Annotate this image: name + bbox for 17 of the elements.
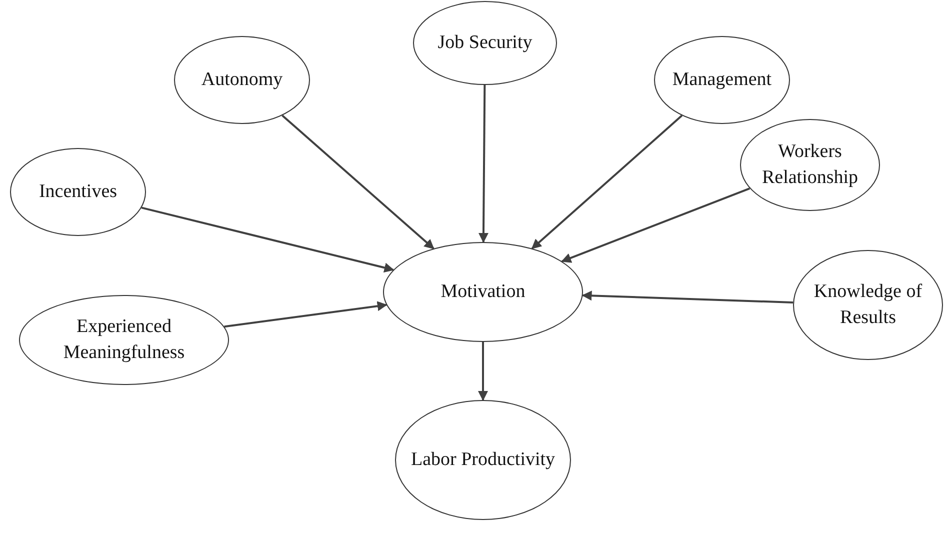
arrow <box>282 114 434 250</box>
node-label: Labor Productivity <box>410 448 556 472</box>
arrow <box>478 342 488 401</box>
node-label: Incentives <box>38 180 118 204</box>
node-label: Knowledge of Results <box>812 280 924 330</box>
node-label: Workers Relationship <box>760 140 860 190</box>
arrow <box>561 187 750 263</box>
node-label: Management <box>671 68 773 92</box>
arrow <box>478 85 488 243</box>
arrow <box>141 206 394 273</box>
node-label: Experienced Meaningfulness <box>62 315 186 365</box>
arrow <box>582 290 794 304</box>
arrow <box>531 114 683 250</box>
node-label: Job Security <box>436 31 534 56</box>
arrow <box>224 301 388 328</box>
node-label: Autonomy <box>200 68 284 92</box>
node-label: Motivation <box>440 280 526 304</box>
